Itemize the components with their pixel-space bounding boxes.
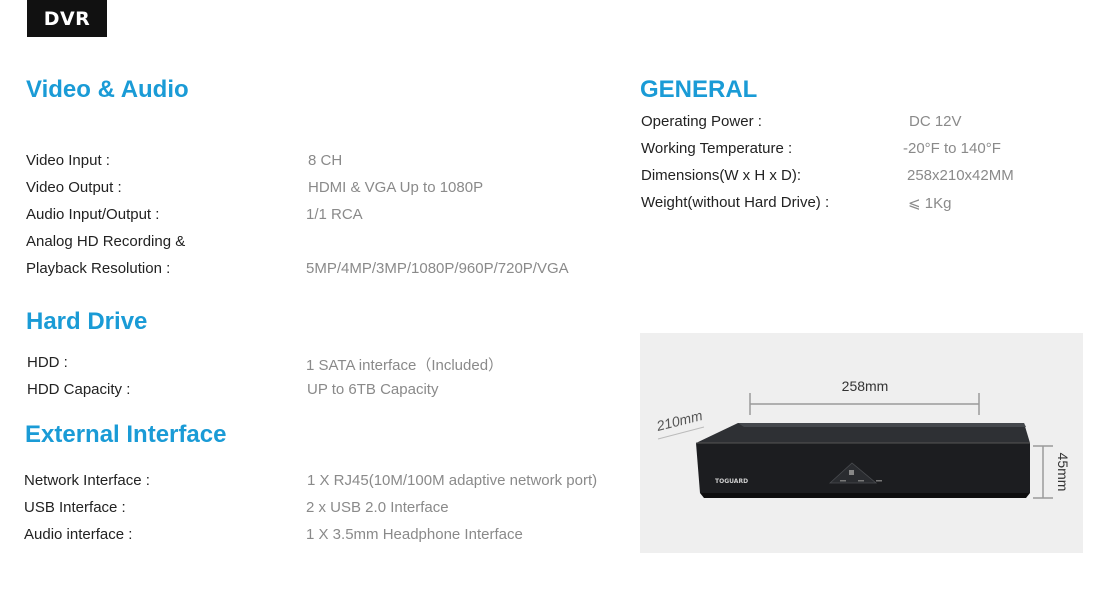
dvr-product-image: 258mm 210mm TOGUARD 45mm: [640, 333, 1083, 553]
depth-dimension-label: 210mm: [654, 407, 704, 434]
hdd-label: HDD :: [27, 354, 68, 371]
dvr-front-panel: [696, 443, 1030, 493]
depth-dimension-line: [657, 426, 705, 440]
audio-interface-value: 1 X 3.5mm Headphone Interface: [306, 526, 523, 543]
hdd-capacity-value: UP to 6TB Capacity: [307, 381, 439, 398]
hard-drive-heading: Hard Drive: [26, 308, 148, 335]
video-input-label: Video Input :: [26, 152, 110, 169]
dvr-badge: DVR: [27, 0, 107, 37]
dvr-indicator-hdd: [858, 480, 864, 482]
dimensions-label: Dimensions(W x H x D):: [641, 167, 802, 184]
video-audio-heading: Video & Audio: [26, 76, 189, 103]
audio-io-label: Audio Input/Output :: [26, 206, 160, 223]
height-dimension-label: 45mm: [1055, 453, 1071, 492]
dvr-status-light: [849, 470, 854, 475]
external-interface-heading: External Interface: [25, 421, 227, 448]
working-temperature-value: -20°F to 140°F: [903, 140, 1001, 157]
playback-resolution-label: Playback Resolution :: [26, 260, 171, 277]
usb-interface-value: 2 x USB 2.0 Interface: [306, 499, 449, 516]
dvr-indicator-net: [876, 480, 882, 482]
video-input-value: 8 CH: [308, 152, 343, 169]
dvr-indicator-power: [840, 480, 846, 482]
width-dimension-label: 258mm: [842, 378, 889, 394]
weight-label: Weight(without Hard Drive) :: [641, 194, 830, 211]
dimensions-value: 258x210x42MM: [907, 167, 1014, 184]
operating-power-value: DC 12V: [909, 113, 962, 130]
audio-interface-label: Audio interface :: [24, 526, 133, 543]
hdd-value: 1 SATA interface（Included）: [306, 357, 504, 374]
video-output-label: Video Output :: [26, 179, 122, 196]
dvr-brand-logo: TOGUARD: [715, 478, 748, 485]
dvr-bottom-shadow: [700, 493, 1030, 498]
dvr-top-surface: [696, 423, 1030, 443]
usb-interface-label: USB Interface :: [24, 499, 126, 516]
video-output-value: HDMI & VGA Up to 1080P: [308, 179, 484, 196]
audio-io-value: 1/1 RCA: [306, 206, 363, 223]
working-temperature-label: Working Temperature :: [641, 140, 793, 157]
network-interface-value: 1 X RJ45(10M/100M adaptive network port): [307, 472, 598, 489]
general-heading: GENERAL: [640, 76, 758, 103]
dvr-top-edge-highlight: [738, 423, 1026, 427]
dvr-device-illustration: 258mm 210mm TOGUARD 45mm: [654, 378, 1071, 499]
operating-power-label: Operating Power :: [641, 113, 762, 130]
playback-resolution-value: 5MP/4MP/3MP/1080P/960P/720P/VGA: [306, 260, 569, 277]
network-interface-label: Network Interface :: [24, 472, 150, 489]
hdd-capacity-label: HDD Capacity :: [27, 381, 131, 398]
analog-hd-label: Analog HD Recording &: [26, 233, 186, 250]
weight-value: ⩽ 1Kg: [908, 195, 952, 212]
